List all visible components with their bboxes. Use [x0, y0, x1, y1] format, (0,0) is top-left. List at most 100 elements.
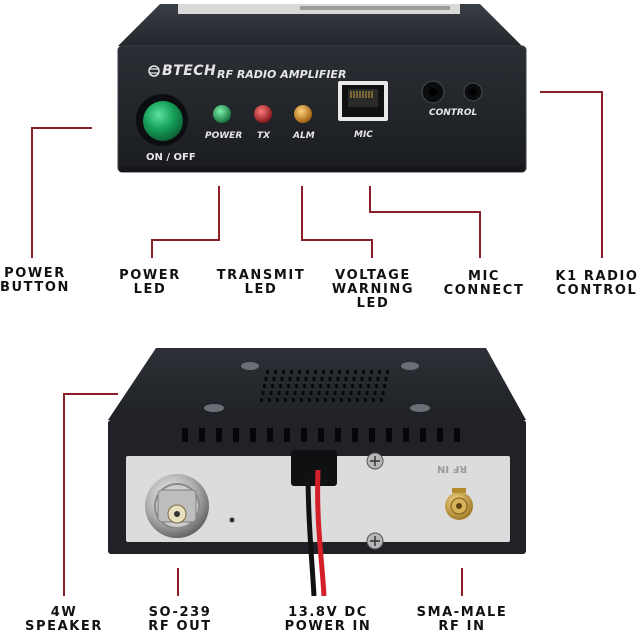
rf-in-plate-label: RF IN: [437, 463, 468, 474]
grille-hole: [263, 384, 266, 388]
vent-slot: [267, 428, 273, 442]
grille-hole: [314, 370, 317, 374]
vent-slot: [233, 428, 239, 442]
grille-hole: [384, 377, 388, 381]
grille-hole: [380, 398, 383, 402]
grille-hole: [260, 398, 263, 402]
grille-hole: [352, 377, 356, 381]
grille-hole: [317, 391, 321, 395]
grille-hole: [290, 370, 293, 374]
lid-screw: [410, 404, 430, 412]
vent-slot: [250, 428, 256, 442]
grille-hole: [303, 384, 306, 388]
red-power-wire: [315, 469, 327, 597]
alm-led: [294, 105, 312, 123]
grille-hole: [338, 370, 341, 374]
grille-hole: [328, 377, 332, 381]
grille-hole: [261, 391, 265, 395]
vent-slot: [454, 428, 460, 442]
lid-screw: [204, 404, 224, 412]
grille-hole: [268, 398, 271, 402]
grille-hole: [359, 384, 362, 388]
grille-hole: [264, 377, 268, 381]
leader-voltage-led: [301, 186, 373, 258]
vent-slot: [301, 428, 307, 442]
alm-led-label: ALM: [293, 131, 315, 141]
grille-hole: [293, 391, 297, 395]
black-power-wire: [305, 469, 317, 597]
grille-hole: [312, 377, 316, 381]
vent-slot: [369, 428, 375, 442]
mic-label: MIC: [354, 130, 373, 140]
grille-hole: [271, 384, 274, 388]
grille-hole: [349, 391, 353, 395]
grille-hole: [284, 398, 287, 402]
grille-hole: [341, 391, 345, 395]
grille-hole: [351, 384, 354, 388]
indicator-hole: [229, 517, 235, 523]
grille-hole: [280, 377, 284, 381]
grille-hole: [368, 377, 372, 381]
so239-connector[interactable]: [145, 474, 209, 538]
plate-screw: [366, 452, 384, 470]
grille-hole: [308, 398, 311, 402]
grille-hole: [325, 391, 329, 395]
grille-hole: [340, 398, 343, 402]
vent-slot: [386, 428, 392, 442]
grille-hole: [306, 370, 309, 374]
leader-power-led: [151, 186, 220, 258]
grille-hole: [367, 384, 370, 388]
grille-hole: [357, 391, 361, 395]
power-led-label: POWER: [205, 131, 243, 141]
lid-screw: [241, 362, 259, 370]
power-cable-grommet: [291, 450, 337, 486]
leader-mic: [369, 186, 481, 258]
speaker-grille: [260, 370, 389, 402]
vent-slot: [318, 428, 324, 442]
grille-hole: [300, 398, 303, 402]
grille-hole: [381, 391, 385, 395]
vent-slot: [199, 428, 205, 442]
grille-hole: [373, 391, 377, 395]
control-label: CONTROL: [429, 108, 478, 118]
grille-hole: [330, 370, 333, 374]
grille-hole: [319, 384, 322, 388]
vent-slot: [352, 428, 358, 442]
grille-hole: [322, 370, 325, 374]
front-unit: [117, 4, 527, 173]
vent-slot: [182, 428, 188, 442]
bottom-leader-lines: [63, 393, 463, 596]
grille-hole: [375, 384, 378, 388]
grille-hole: [356, 398, 359, 402]
vent-slot: [420, 428, 426, 442]
mic-jack[interactable]: [338, 81, 388, 121]
sma-connector[interactable]: [445, 488, 473, 520]
front-unit-lid: [118, 4, 522, 46]
grille-hole: [295, 384, 298, 388]
grille-hole: [327, 384, 330, 388]
grille-hole: [292, 398, 295, 402]
grille-hole: [344, 377, 348, 381]
grille-hole: [354, 370, 357, 374]
tx-led: [254, 105, 272, 123]
grille-hole: [376, 377, 380, 381]
power-button[interactable]: [143, 101, 183, 141]
grille-hole: [266, 370, 269, 374]
grille-hole: [298, 370, 301, 374]
grille-hole: [285, 391, 289, 395]
grille-hole: [364, 398, 367, 402]
grille-hole: [288, 377, 292, 381]
top-leader-lines: [31, 91, 603, 258]
grille-hole: [365, 391, 369, 395]
grille-hole: [336, 377, 340, 381]
grille-hole: [296, 377, 300, 381]
